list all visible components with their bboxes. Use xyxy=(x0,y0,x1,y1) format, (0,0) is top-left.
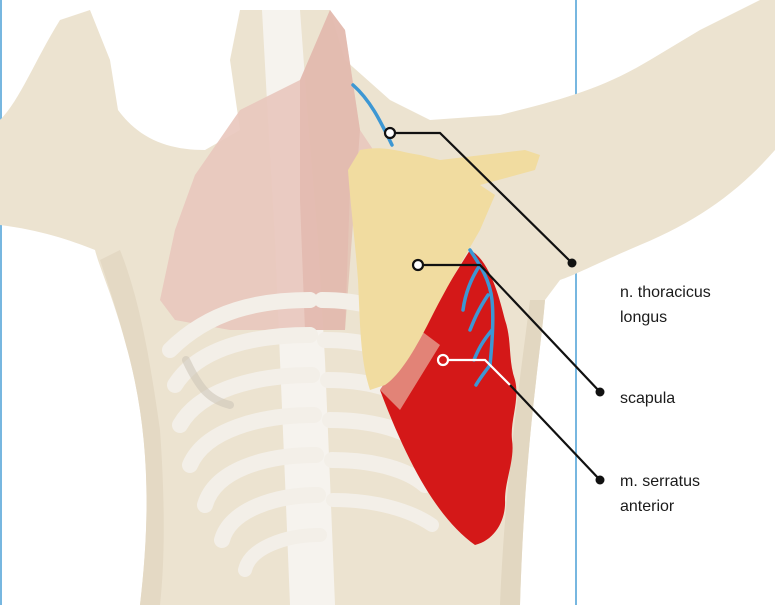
label-nerve-line2: longus xyxy=(620,306,711,331)
label-serratus: m. serratus anterior xyxy=(620,470,700,520)
marker-scapula-end xyxy=(596,388,605,397)
label-scapula: scapula xyxy=(620,387,675,412)
marker-nerve-end xyxy=(568,259,577,268)
marker-serratus-origin xyxy=(438,355,448,365)
marker-nerve-origin xyxy=(385,128,395,138)
marker-serratus-end xyxy=(596,476,605,485)
marker-scapula-origin xyxy=(413,260,423,270)
label-serratus-line2: anterior xyxy=(620,495,700,520)
label-nerve: n. thoracicus longus xyxy=(620,281,711,331)
label-scapula-line1: scapula xyxy=(620,387,675,412)
label-nerve-line1: n. thoracicus xyxy=(620,281,711,306)
label-serratus-line1: m. serratus xyxy=(620,470,700,495)
